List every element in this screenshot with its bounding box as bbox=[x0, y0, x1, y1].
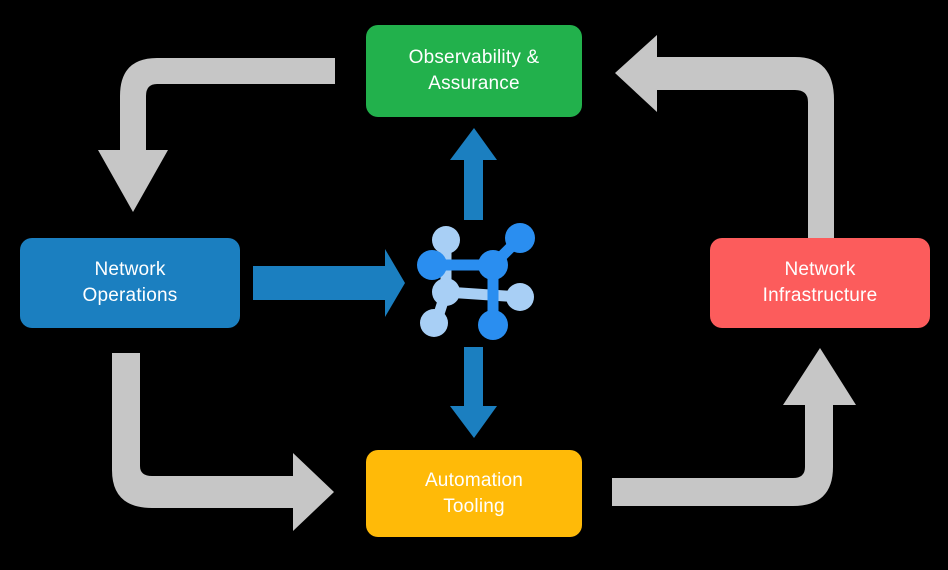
connector-infrastructure-to-observability bbox=[615, 35, 834, 238]
node-automation-label: Automation Tooling bbox=[424, 469, 524, 517]
node-network-infrastructure[interactable]: Network Infrastructure bbox=[710, 238, 930, 328]
node-automation-tooling[interactable]: Automation Tooling bbox=[366, 450, 582, 537]
connector-automation-to-infrastructure bbox=[612, 348, 856, 506]
node-infrastructure-label: Network Infrastructure bbox=[762, 259, 878, 306]
connector-operations-to-center bbox=[253, 249, 405, 317]
connector-center-to-observability bbox=[450, 128, 497, 220]
connector-center-to-automation bbox=[450, 347, 497, 438]
node-network-operations[interactable]: Network Operations bbox=[20, 238, 240, 328]
network-topology-icon-graphic bbox=[417, 223, 535, 340]
connector-observability-to-operations bbox=[98, 58, 335, 212]
connector-operations-to-automation bbox=[112, 353, 334, 531]
node-observability-label: Observability & Assurance bbox=[408, 47, 540, 94]
topology-light-nodes bbox=[420, 226, 534, 337]
node-operations-label: Network Operations bbox=[82, 259, 178, 306]
topology-dark-nodes bbox=[417, 223, 535, 340]
node-observability-assurance[interactable]: Observability & Assurance bbox=[366, 25, 582, 117]
